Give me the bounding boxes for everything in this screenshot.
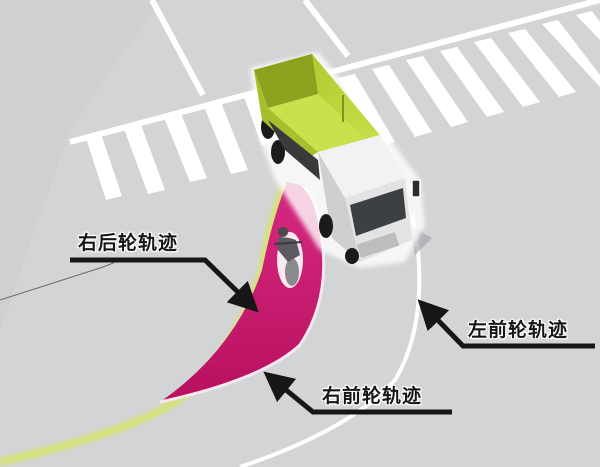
sidewalk	[0, 0, 160, 330]
dump-truck	[250, 52, 425, 268]
rear-wheel	[271, 140, 285, 164]
callout-arrows	[70, 257, 595, 415]
arrow-left-front	[417, 299, 595, 349]
label-right-front-wheel-track: 右前轮轨迹	[322, 385, 423, 407]
motorcyclist	[273, 227, 303, 288]
arrow-right-rear	[70, 257, 259, 313]
side-mirror	[411, 179, 421, 198]
arrow-right-front	[263, 371, 452, 415]
lane-markings	[69, 0, 600, 145]
windshield	[350, 188, 406, 236]
truck-cab	[318, 135, 405, 198]
front-wheel	[319, 214, 333, 238]
label-left-front-wheel-track: 左前轮轨迹	[468, 319, 569, 341]
label-right-rear-wheel-track: 右后轮轨迹	[78, 232, 179, 254]
